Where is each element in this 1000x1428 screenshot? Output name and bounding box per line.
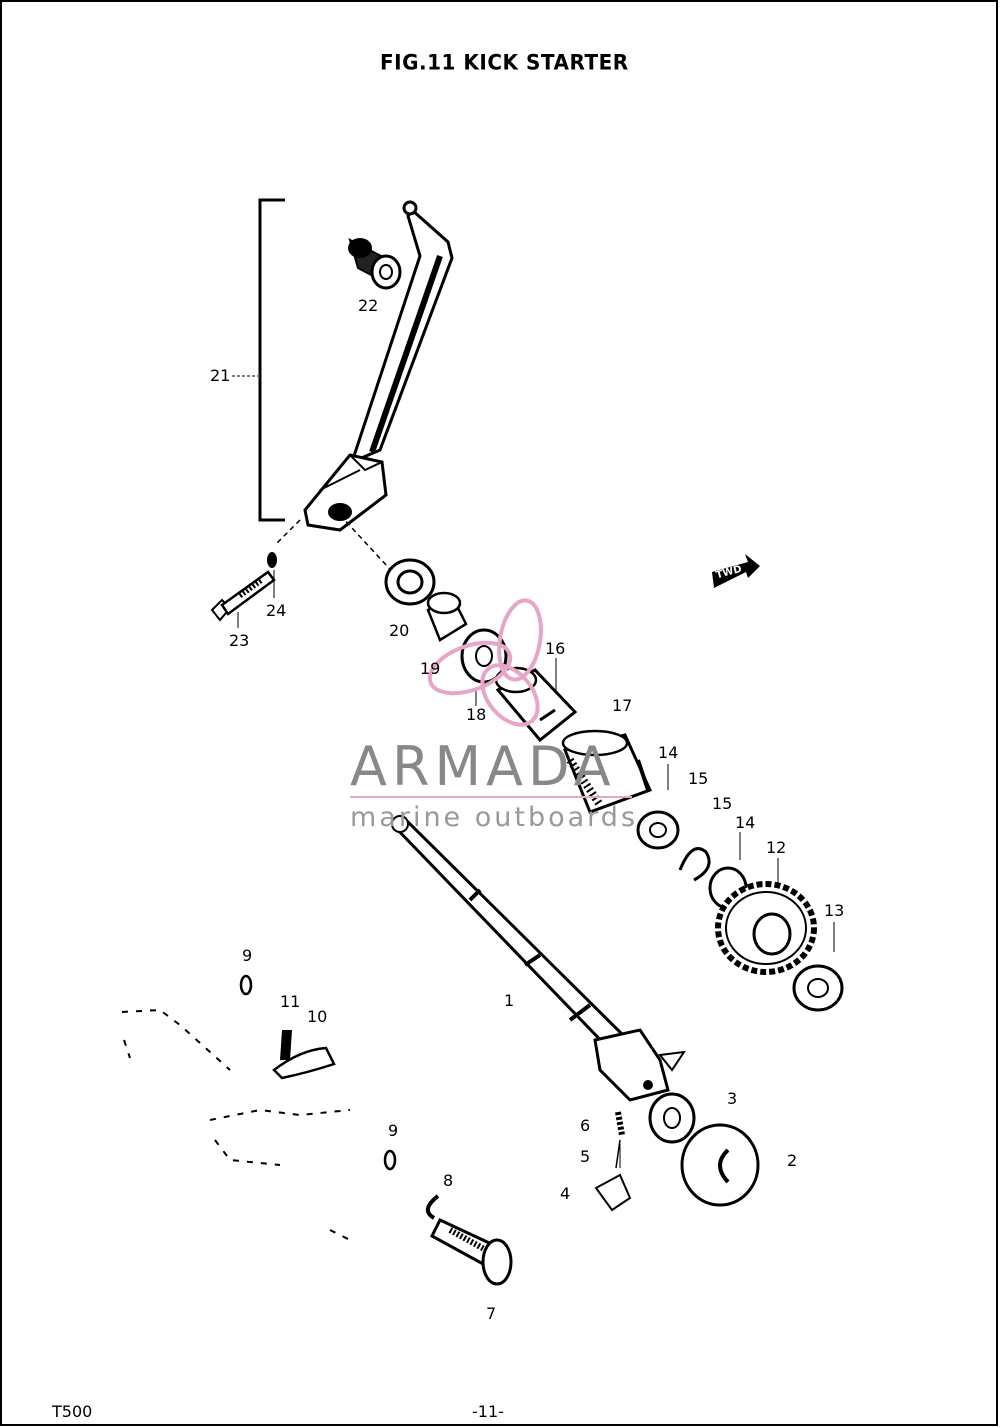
washer-24 xyxy=(267,552,277,568)
watermark: ARMADA marine outboards xyxy=(350,740,650,831)
case-outline-dashed xyxy=(121,1008,351,1241)
model-label: T500 xyxy=(52,1402,93,1421)
part-label-22: 22 xyxy=(358,296,379,315)
oil-seal-20 xyxy=(384,558,436,606)
part-label-17: 17 xyxy=(612,696,633,715)
washer-3 xyxy=(648,1092,696,1144)
part-label-7: 7 xyxy=(486,1304,497,1323)
part-label-1: 1 xyxy=(504,991,515,1010)
part-label-12: 12 xyxy=(766,838,787,857)
part-label-15-upper: 15 xyxy=(688,769,709,788)
spring-cover-2 xyxy=(680,1123,760,1207)
pin-6 xyxy=(615,1111,625,1136)
bracket-21 xyxy=(232,198,285,522)
part-label-11: 11 xyxy=(280,992,301,1011)
figure-title: FIG.11 KICK STARTER xyxy=(380,49,629,75)
part-label-8: 8 xyxy=(443,1171,454,1190)
circlip-8 xyxy=(426,1194,440,1220)
kick-shaft-1 xyxy=(391,815,687,1102)
part-label-20: 20 xyxy=(389,621,410,640)
part-label-9-upper: 9 xyxy=(242,946,253,965)
spring-15 xyxy=(678,847,711,882)
stopper-4 xyxy=(594,1173,632,1212)
kick-gear-12 xyxy=(715,881,817,975)
spring-5 xyxy=(615,1139,621,1169)
washer-13 xyxy=(792,964,844,1012)
part-label-13: 13 xyxy=(824,901,845,920)
part-label-18: 18 xyxy=(466,705,487,724)
part-label-2: 2 xyxy=(787,1151,798,1170)
part-label-23: 23 xyxy=(229,631,250,650)
rubber-grip-22 xyxy=(348,238,402,290)
watermark-brand: ARMADA xyxy=(350,735,616,798)
part-label-10: 10 xyxy=(307,1007,328,1026)
ring-9-lower xyxy=(383,1149,397,1171)
part-label-14-upper: 14 xyxy=(658,743,679,762)
bolt-7 xyxy=(430,1218,513,1286)
part-label-3: 3 xyxy=(727,1089,738,1108)
part-label-4: 4 xyxy=(560,1184,571,1203)
screw-11 xyxy=(280,1030,292,1060)
watermark-subtitle: marine outboards xyxy=(350,802,639,833)
part-label-21: 21 xyxy=(210,366,231,385)
front-direction-marker xyxy=(712,554,760,588)
part-label-15-lower: 15 xyxy=(712,794,733,813)
part-label-5: 5 xyxy=(580,1147,591,1166)
page-number: -11- xyxy=(472,1402,504,1421)
plate-10 xyxy=(272,1046,336,1080)
part-label-16: 16 xyxy=(545,639,566,658)
ring-9-upper xyxy=(239,974,253,996)
part-label-6: 6 xyxy=(580,1116,591,1135)
part-label-14-lower: 14 xyxy=(735,813,756,832)
spacer-19 xyxy=(426,591,468,642)
bolt-23 xyxy=(210,570,276,622)
watermark-divider xyxy=(350,796,632,798)
part-label-24: 24 xyxy=(266,601,287,620)
kick-lever-arm xyxy=(303,200,454,532)
part-label-19: 19 xyxy=(420,659,441,678)
part-label-9-lower: 9 xyxy=(388,1121,399,1140)
watermark-propeller-icon xyxy=(427,598,543,727)
